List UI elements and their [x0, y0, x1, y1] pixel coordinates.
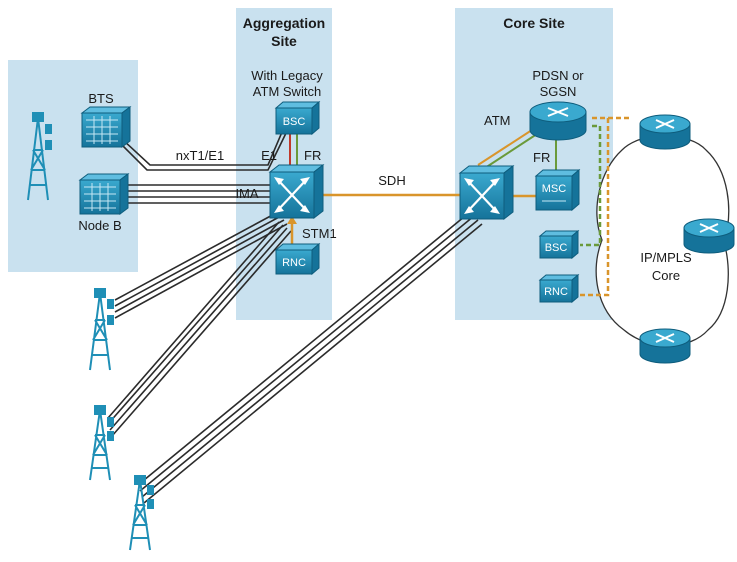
- bsc-agg-label: BSC: [283, 116, 306, 128]
- ipmpls-cloud: [595, 135, 730, 347]
- atm-links-core: [137, 211, 483, 504]
- atm-label: ATM: [484, 113, 510, 128]
- rnc-agg-label: RNC: [282, 257, 306, 269]
- sdh-label: SDH: [378, 173, 405, 188]
- cell-tower-icon: [129, 475, 154, 551]
- cell-tower-icon: [89, 288, 114, 371]
- bts-device-icon: [80, 106, 132, 148]
- e1-label: E1: [261, 148, 277, 163]
- nxt1-label: nxT1/E1: [176, 148, 224, 163]
- router-icon: [683, 218, 735, 254]
- router-icon: [639, 114, 691, 150]
- bsc-agg-device: BSC: [274, 100, 321, 136]
- ipmpls-line1: IP/MPLS: [640, 250, 692, 265]
- bsc-core-device: BSC: [538, 229, 580, 260]
- msc-label: MSC: [542, 183, 567, 195]
- fr-core-label: FR: [533, 150, 550, 165]
- node-b-device-icon: [78, 173, 130, 215]
- bts-label: BTS: [88, 91, 114, 106]
- dashed-link-green: [580, 124, 602, 247]
- access-site-panel: [8, 60, 138, 272]
- node-b-label: Node B: [78, 218, 121, 233]
- fr-agg-label: FR: [304, 148, 321, 163]
- pdsn-router-icon: [529, 101, 587, 141]
- rnc-core-label: RNC: [544, 286, 568, 298]
- router-icon: [639, 328, 691, 364]
- legacy-line1: With Legacy: [251, 68, 323, 83]
- cell-tower-icon: [27, 112, 52, 201]
- bsc-core-label: BSC: [545, 242, 568, 254]
- atm-switch-core: [458, 164, 515, 221]
- legacy-line2: ATM Switch: [253, 84, 321, 99]
- rnc-agg-device: RNC: [274, 242, 321, 276]
- ipmpls-line2: Core: [652, 268, 680, 283]
- rnc-core-device: RNC: [538, 273, 580, 304]
- ima-label: IMA: [235, 186, 258, 201]
- pdsn-line1: PDSN or: [532, 68, 584, 83]
- atm-switch-agg: [268, 163, 325, 220]
- stm1-label: STM1: [302, 226, 337, 241]
- dashed-link-orange: [580, 116, 610, 297]
- atm-links-agg: [107, 124, 292, 437]
- atm-link-core-1: [477, 127, 536, 166]
- cell-tower-icon: [89, 405, 114, 481]
- msc-device: MSC: [534, 168, 581, 212]
- stm1-arrow-up: [287, 216, 297, 224]
- atm-link-core-2: [484, 131, 541, 169]
- aggregation-title-line1: Aggregation: [243, 15, 325, 31]
- core-title: Core Site: [503, 15, 565, 31]
- pdsn-line2: SGSN: [540, 84, 577, 99]
- aggregation-title-line2: Site: [271, 33, 297, 49]
